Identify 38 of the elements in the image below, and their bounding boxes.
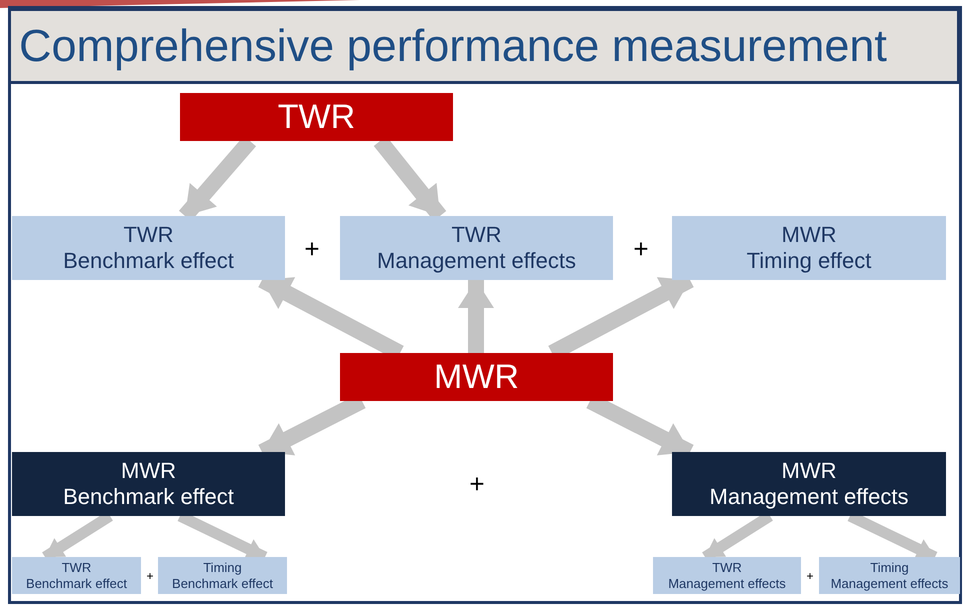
plus-sign: + <box>806 569 814 583</box>
box-text: MWR <box>782 222 836 248</box>
box-text: Timing <box>870 560 909 576</box>
box-text: TWR <box>62 560 92 576</box>
box-text: Benchmark effect <box>63 248 234 274</box>
plus-sign: + <box>304 234 320 264</box>
box-text: Management effects <box>830 576 948 592</box>
return-box <box>180 93 453 141</box>
effect-box <box>340 216 613 280</box>
box-text: TWR <box>451 222 502 248</box>
effect-box <box>158 557 287 594</box>
plus-sign: + <box>633 234 649 264</box>
return-box <box>340 353 613 401</box>
box-text: MWR <box>782 458 836 484</box>
effect-box <box>819 557 960 594</box>
box-text: TWR <box>712 560 742 576</box>
box-text: Timing effect <box>746 248 872 274</box>
box-text: MWR <box>121 458 176 484</box>
box-text: TWR <box>123 222 174 248</box>
box-text: Management effects <box>377 248 576 274</box>
effect-box <box>12 452 285 516</box>
plus-sign: + <box>146 569 154 583</box>
box-text: Benchmark effect <box>172 576 273 592</box>
box-text: Benchmark effect <box>63 484 234 510</box>
box-text: TWR <box>278 96 356 138</box>
arrow <box>458 280 494 353</box>
effect-box <box>672 216 946 280</box>
box-text: Management effects <box>668 576 786 592</box>
box-text: Benchmark effect <box>26 576 127 592</box>
effect-box <box>672 452 946 516</box>
effect-box <box>12 216 285 280</box>
effect-box <box>12 557 141 594</box>
box-text: Timing <box>203 560 242 576</box>
slide-title: Comprehensive performance measurement <box>8 8 960 84</box>
box-text: Management effects <box>710 484 908 510</box>
effect-box <box>653 557 801 594</box>
plus-sign: + <box>469 468 485 500</box>
box-text: MWR <box>434 356 519 398</box>
